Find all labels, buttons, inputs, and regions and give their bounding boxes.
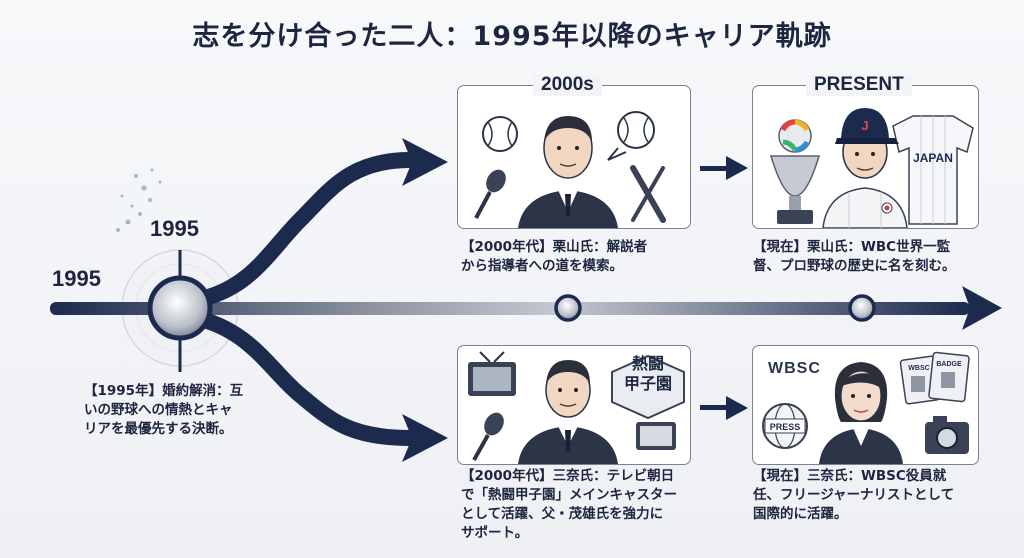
kuriyama-2000s-illustration [474, 111, 666, 228]
mina-portrait-present [819, 362, 903, 464]
caption-line: 督、プロ野球の歴史に名を刻む。 [753, 258, 956, 274]
mina-portrait-2000s [518, 360, 618, 464]
caption-line: 任、フリージャーナリストとして [753, 487, 955, 503]
card-label: BADGE [936, 361, 962, 368]
kuriyama-portrait [518, 116, 618, 228]
press-globe-icon: PRESS [762, 403, 808, 449]
timeline-node-present [848, 294, 876, 322]
caption-line: 【2000年代】三奈氏：テレビ朝日 [461, 468, 675, 484]
panel-kuriyama-2000s [457, 85, 691, 229]
caption-mina-2000s: 【2000年代】三奈氏：テレビ朝日 で「熱闘甲子園」メインキャスター として活躍… [461, 467, 677, 543]
upper-connector-arrow [726, 156, 748, 180]
caption-line: として活躍、父・茂雄氏を強力に [461, 506, 664, 522]
cap-letter: J [861, 118, 868, 133]
caption-line: 【2000年代】栗山氏：解説者 [461, 239, 648, 255]
decorative-dots [116, 168, 162, 232]
microphone-icon [472, 412, 504, 461]
panel-mina-2000s [457, 345, 691, 465]
caption-line: で「熱闘甲子園」メインキャスター [461, 487, 677, 503]
timeline-node-origin [147, 275, 213, 341]
wbsc-label: WBSC [768, 360, 821, 377]
page-title: 志を分け合った二人：1995年以降のキャリア軌跡 [192, 21, 832, 52]
nettou-koshien-badge [611, 354, 685, 420]
camera-icon [925, 416, 969, 454]
microphone-icon [474, 169, 506, 219]
panel-mina-present: PRESS WBSC BADGE [752, 345, 979, 465]
caption-line: から指導者への道を模索。 [461, 258, 623, 274]
baseball-icon [482, 116, 518, 152]
small-tv-icon [636, 422, 676, 450]
lower-branch-arrowhead [402, 414, 448, 462]
baseball-bat-icon [630, 165, 666, 223]
mina-2000s-illustration [468, 351, 685, 464]
mina-present-illustration: PRESS WBSC BADGE [762, 351, 970, 464]
caption-line: 【現在】三奈氏：WBSC役員就 [753, 468, 947, 484]
origin-caption: 【1995年】婚約解消：互 いの野球への情熱とキャ リアを最優先する決断。 [84, 382, 243, 439]
origin-caption-line: 【1995年】婚約解消：互 [84, 383, 244, 399]
lower-connector-arrow [726, 396, 748, 420]
wbc-trophy-icon [769, 119, 821, 224]
panel-kuriyama-present: JAPAN J [752, 85, 979, 229]
id-cards-icon: WBSC BADGE [899, 351, 970, 405]
caption-kuriyama-present: 【現在】栗山氏：WBC世界一監 督、プロ野球の歴史に名を刻む。 [753, 238, 956, 276]
lower-branch-path [188, 310, 418, 446]
caption-line: 【現在】栗山氏：WBC世界一監 [753, 239, 951, 255]
baseball-icon [607, 111, 655, 161]
kuriyama-present-illustration: JAPAN J [769, 108, 974, 228]
panel-label-present: PRESENT [806, 74, 912, 96]
badge-line: 熱闘 [631, 354, 664, 373]
card-label: WBSC [908, 365, 929, 372]
year-label-top: 1995 [150, 216, 199, 241]
caption-mina-present: 【現在】三奈氏：WBSC役員就 任、フリージャーナリストとして 国際的に活躍。 [753, 467, 954, 524]
jersey-text: JAPAN [913, 151, 953, 165]
upper-branch-path [188, 152, 418, 308]
kuriyama-manager-portrait: J [822, 108, 908, 228]
timeline-node-2000s [554, 294, 582, 322]
main-timeline-arrowhead [962, 286, 1002, 330]
caption-line: 国際的に活躍。 [753, 506, 848, 522]
nettou-koshien-badge-text: 熱闘 甲子園 [612, 354, 684, 394]
origin-caption-line: リアを最優先する決断。 [84, 421, 233, 437]
main-timeline [50, 302, 970, 315]
television-icon [468, 351, 516, 396]
press-label: PRESS [770, 422, 801, 432]
caption-kuriyama-2000s: 【2000年代】栗山氏：解説者 から指導者への道を模索。 [461, 238, 647, 276]
japan-jersey-icon: JAPAN [892, 115, 974, 225]
badge-line: 甲子園 [623, 374, 672, 393]
year-label-left: 1995 [52, 266, 101, 291]
caption-line: サポート。 [461, 525, 529, 541]
panel-label-2000s: 2000s [533, 74, 602, 96]
upper-branch-arrowhead [402, 138, 448, 186]
origin-caption-line: いの野球への情熱とキャ [84, 402, 233, 418]
